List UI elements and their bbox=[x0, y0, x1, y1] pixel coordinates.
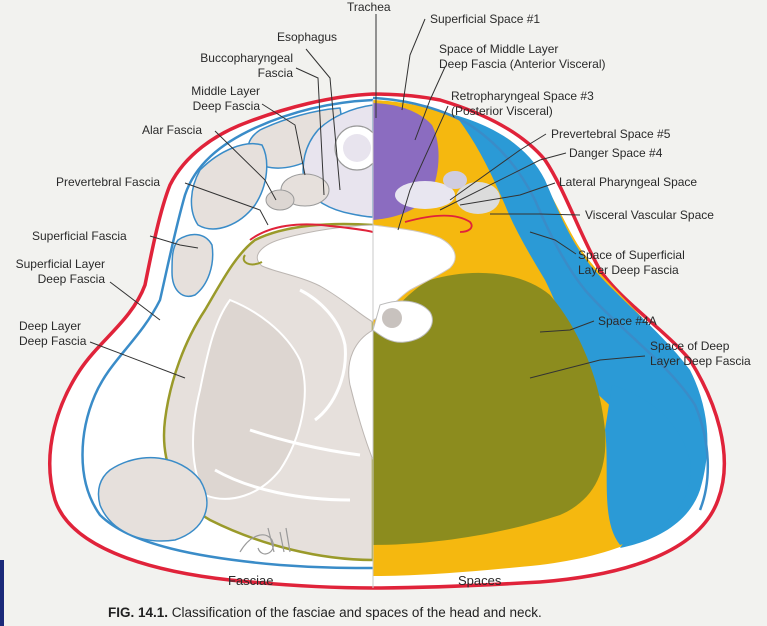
label-superficial-space-deep-2: Layer Deep Fascia bbox=[578, 263, 679, 277]
label-superficial-space: Superficial Space #1 bbox=[430, 12, 541, 26]
label-buccopharyngeal-1: Buccopharyngeal bbox=[200, 51, 293, 65]
label-space-4a: Space #4A bbox=[598, 314, 657, 328]
figure-caption-text: Classification of the fasciae and spaces… bbox=[171, 605, 542, 620]
label-middle-space-1: Space of Middle Layer bbox=[439, 42, 559, 56]
label-fasciae: Fasciae bbox=[228, 573, 274, 588]
label-lateral-pharyngeal: Lateral Pharyngeal Space bbox=[559, 175, 698, 189]
label-trachea: Trachea bbox=[347, 0, 391, 14]
spaces-half bbox=[373, 96, 710, 576]
label-visceral-vascular: Visceral Vascular Space bbox=[585, 208, 714, 222]
label-esophagus: Esophagus bbox=[277, 30, 338, 44]
leader-lines-left bbox=[89, 14, 377, 379]
label-alar-fascia: Alar Fascia bbox=[142, 123, 203, 137]
label-middle-layer-1: Middle Layer bbox=[191, 84, 260, 98]
label-prevertebral-space: Prevertebral Space #5 bbox=[551, 127, 671, 141]
label-superficial-fascia: Superficial Fascia bbox=[32, 229, 127, 243]
leader-lines-right bbox=[397, 18, 646, 379]
label-superficial-layer-2: Deep Fascia bbox=[37, 272, 105, 286]
label-retropharyngeal-2: (Posterior Visceral) bbox=[451, 104, 553, 118]
label-superficial-space-deep-1: Space of Superficial bbox=[578, 248, 685, 262]
label-prevertebral-fascia: Prevertebral Fascia bbox=[56, 175, 161, 189]
label-retropharyngeal-1: Retropharyngeal Space #3 bbox=[451, 89, 594, 103]
label-deep-layer-1: Deep Layer bbox=[19, 319, 82, 333]
label-buccopharyngeal-2: Fascia bbox=[257, 66, 293, 80]
label-spaces: Spaces bbox=[458, 573, 502, 588]
label-superficial-layer-1: Superficial Layer bbox=[15, 257, 105, 271]
page-edge-marker bbox=[0, 560, 4, 626]
label-middle-layer-2: Deep Fascia bbox=[192, 99, 260, 113]
figure-number: FIG. 14.1. bbox=[108, 605, 169, 620]
label-deep-space-1: Space of Deep bbox=[650, 339, 730, 353]
label-danger-space: Danger Space #4 bbox=[569, 146, 663, 160]
fasciae-half bbox=[81, 98, 373, 570]
label-deep-layer-2: Deep Fascia bbox=[19, 334, 87, 348]
figure-caption: FIG. 14.1. Classification of the fasciae… bbox=[108, 605, 542, 620]
artist-signature bbox=[239, 527, 291, 555]
label-deep-space-2: Layer Deep Fascia bbox=[650, 354, 751, 368]
label-middle-space-2: Deep Fascia (Anterior Visceral) bbox=[439, 57, 606, 71]
